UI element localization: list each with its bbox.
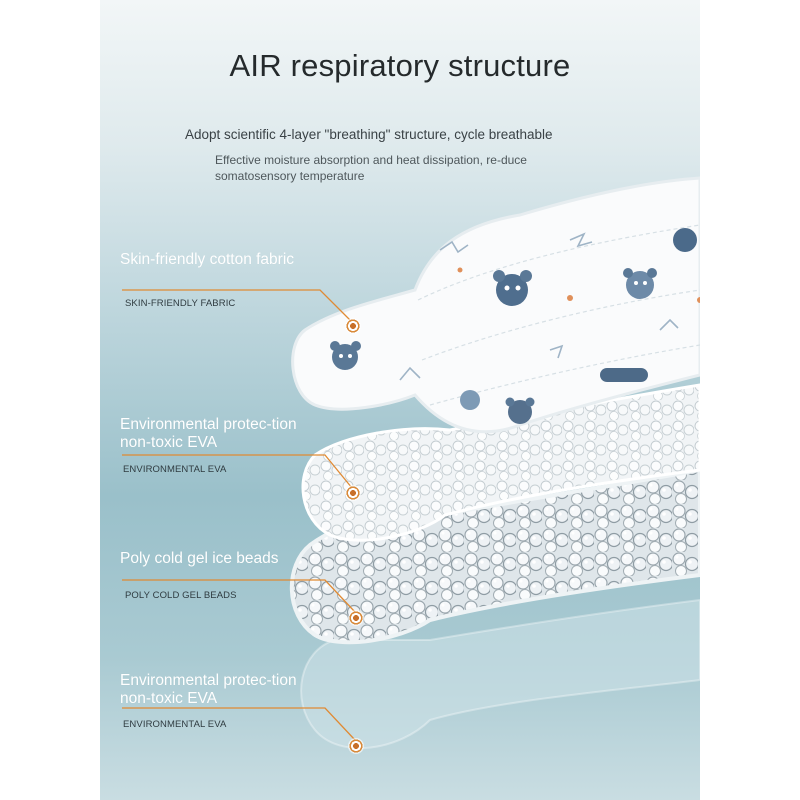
layer-label-eva-top: Environmental protec-tion non-toxic EVA bbox=[120, 416, 297, 451]
page-subtitle: Adopt scientific 4-layer "breathing" str… bbox=[185, 127, 553, 142]
layer-caption-eva-bottom: ENVIRONMENTAL EVA bbox=[123, 719, 227, 730]
page-title: AIR respiratory structure bbox=[229, 48, 571, 83]
page-subnote: Effective moisture absorption and heat d… bbox=[215, 153, 527, 183]
bear-print-icon bbox=[330, 228, 697, 424]
target-dot-icon bbox=[348, 610, 364, 626]
target-dot-icon bbox=[345, 485, 361, 501]
target-dot-icon bbox=[345, 318, 361, 334]
cooling-pad-illustration bbox=[122, 176, 700, 750]
layer-caption-eva-top: ENVIRONMENTAL EVA bbox=[123, 464, 227, 475]
layer-label-gel-beads: Poly cold gel ice beads bbox=[120, 550, 279, 567]
layer-caption-gel-beads: POLY COLD GEL BEADS bbox=[125, 590, 237, 601]
layer-label-cotton: Skin-friendly cotton fabric bbox=[120, 251, 295, 268]
target-dot-icon bbox=[348, 738, 364, 754]
layer-label-eva-bottom: Environmental protec-tion non-toxic EVA bbox=[120, 672, 297, 707]
layer-caption-cotton: SKIN-FRIENDLY FABRIC bbox=[125, 298, 236, 309]
product-infographic: AIR respiratory structure Adopt scientif… bbox=[100, 0, 700, 800]
